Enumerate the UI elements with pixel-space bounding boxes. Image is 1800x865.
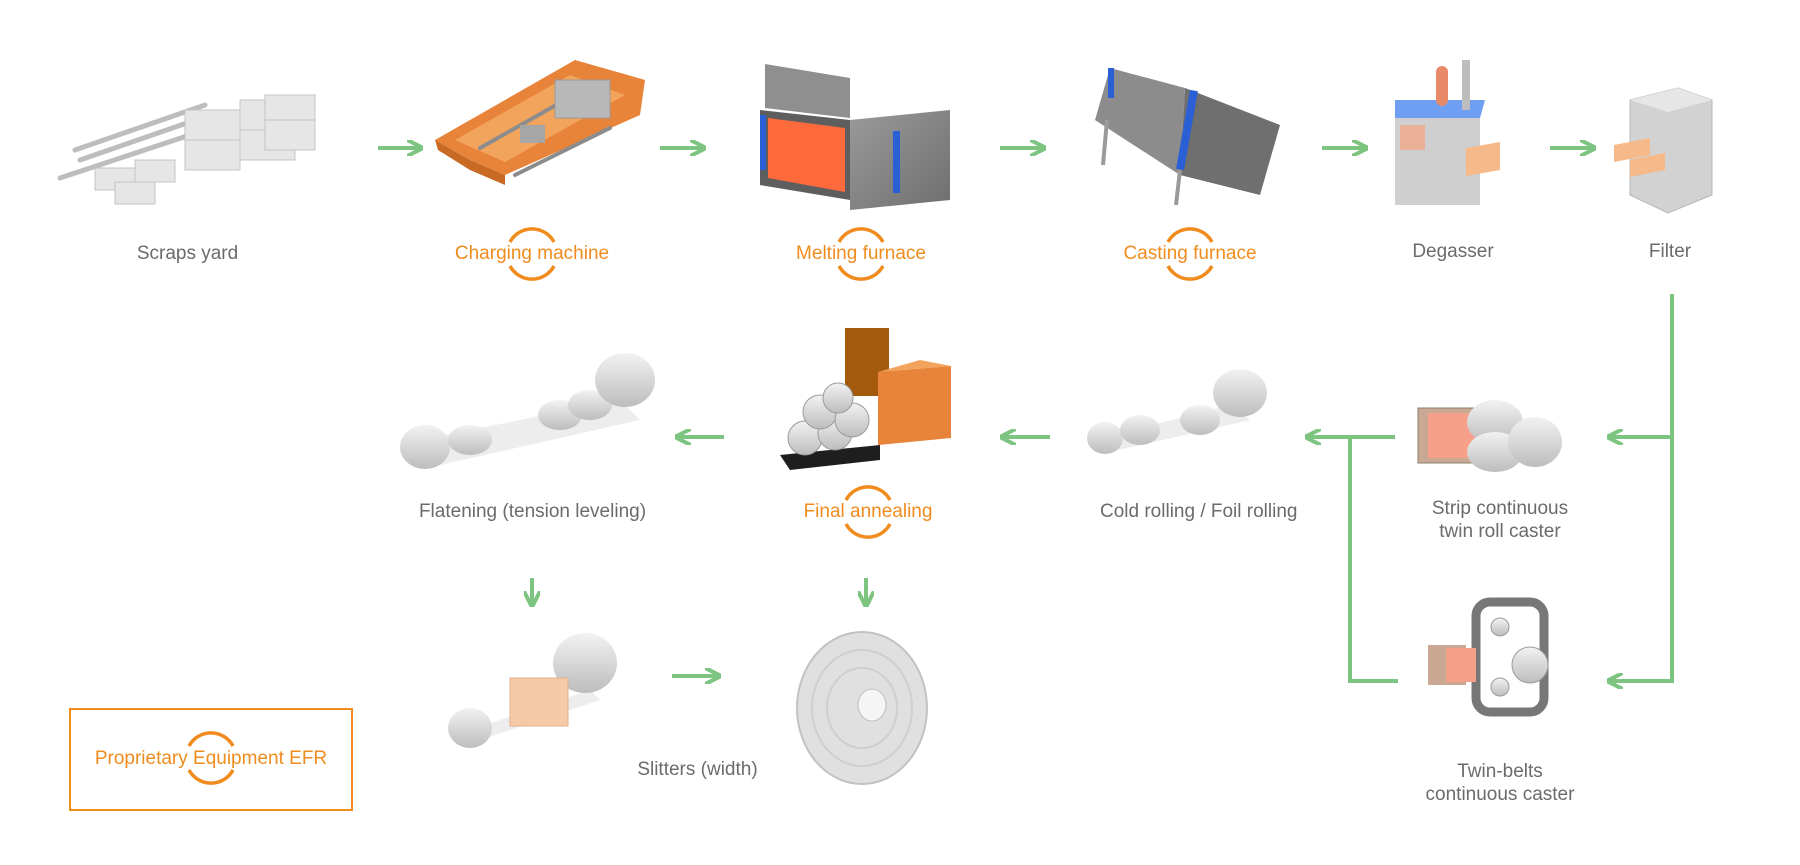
efr-ring-icon-casting bbox=[1166, 227, 1214, 281]
filter-illustration bbox=[1614, 87, 1713, 214]
efr-ring-icons bbox=[187, 227, 1214, 785]
label-degasser: Degasser bbox=[1412, 241, 1494, 262]
final-annealing-illustration bbox=[780, 328, 951, 470]
label-twin-belts-caster: Twin-belts continuous caster bbox=[1425, 761, 1575, 805]
strip-caster-illustration bbox=[1417, 400, 1562, 472]
cold-rolling-illustration bbox=[1087, 369, 1267, 454]
legend-label: Proprietary Equipment EFR bbox=[94, 748, 328, 769]
charging-machine-illustration bbox=[435, 60, 645, 185]
efr-ring-icon-melting bbox=[837, 227, 885, 281]
label-flatening: Flatening (tension leveling) bbox=[418, 501, 647, 522]
twin-belts-caster-illustration bbox=[1428, 597, 1549, 717]
label-casting-furnace: Casting furnace bbox=[1123, 243, 1257, 264]
label-charging-machine: Charging machine bbox=[454, 243, 610, 264]
flow-connectors bbox=[1348, 294, 1674, 683]
label-slitters: Slitters (width) bbox=[637, 759, 758, 780]
flatening-illustration bbox=[400, 353, 655, 469]
scraps-yard-illustration bbox=[57, 94, 316, 205]
efr-ring-icon-legend bbox=[187, 731, 235, 785]
label-cold-rolling: Cold rolling / Foil rolling bbox=[1100, 501, 1298, 522]
flow-arrows bbox=[378, 148, 1668, 681]
degasser-illustration bbox=[1395, 60, 1500, 205]
label-final-annealing: Final annealing bbox=[803, 501, 933, 522]
coil-illustration bbox=[796, 631, 928, 785]
melting-furnace-illustration bbox=[760, 64, 950, 210]
legend-box bbox=[69, 708, 353, 811]
label-strip-caster: Strip continuous twin roll caster bbox=[1431, 498, 1569, 542]
slitter-illustration bbox=[448, 633, 617, 748]
label-scraps-yard: Scraps yard bbox=[136, 243, 239, 264]
efr-ring-icon-charging bbox=[508, 227, 556, 281]
casting-furnace-illustration bbox=[1095, 68, 1280, 206]
efr-ring-icon-annealing bbox=[844, 485, 892, 539]
label-filter: Filter bbox=[1648, 241, 1692, 262]
label-melting-furnace: Melting furnace bbox=[796, 243, 926, 264]
